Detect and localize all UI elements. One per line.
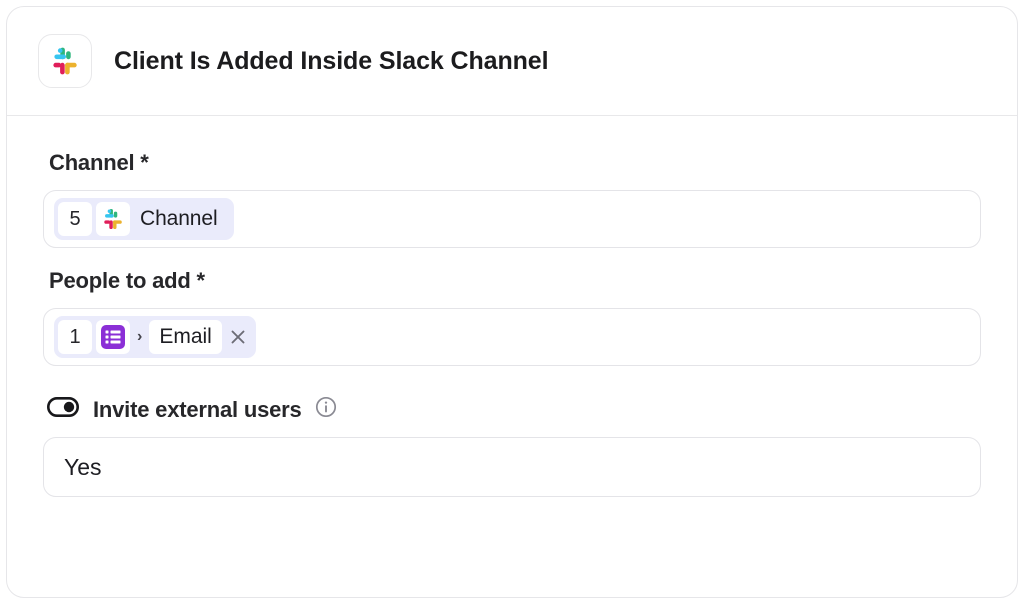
field-people-to-add: People to add * 1: [43, 268, 981, 366]
slack-icon: [38, 34, 92, 88]
channel-token-chip[interactable]: 5: [54, 198, 234, 240]
toggle-right-icon[interactable]: [46, 396, 79, 422]
field-label-channel: Channel *: [49, 150, 149, 175]
people-token-index: 1: [58, 320, 92, 354]
info-icon[interactable]: [315, 396, 337, 423]
page-title: Client Is Added Inside Slack Channel: [114, 46, 549, 75]
field-channel: Channel * 5: [43, 150, 981, 248]
field-label-people-to-add: People to add *: [49, 268, 205, 293]
chevron-right-icon: ›: [137, 328, 143, 345]
integration-config-card: Client Is Added Inside Slack Channel Cha…: [6, 6, 1018, 598]
remove-token-button[interactable]: [224, 320, 252, 354]
people-token-label: Email: [149, 320, 222, 354]
list-icon: [96, 320, 130, 354]
people-token-chip[interactable]: 1 › Email: [54, 316, 256, 358]
slack-icon: [96, 202, 130, 236]
invite-external-users-value: Yes: [64, 453, 102, 480]
card-body: Channel * 5: [7, 116, 1017, 497]
invite-external-users-label: Invite external users: [93, 396, 302, 422]
card-header: Client Is Added Inside Slack Channel: [7, 7, 1017, 116]
channel-token-label: Channel: [140, 207, 218, 230]
channel-token-index: 5: [58, 202, 92, 236]
invite-external-users-select[interactable]: Yes: [43, 437, 981, 497]
channel-input[interactable]: 5: [43, 190, 981, 248]
people-to-add-input[interactable]: 1 › Email: [43, 308, 981, 366]
invite-external-users-row: Invite external users: [46, 396, 981, 423]
